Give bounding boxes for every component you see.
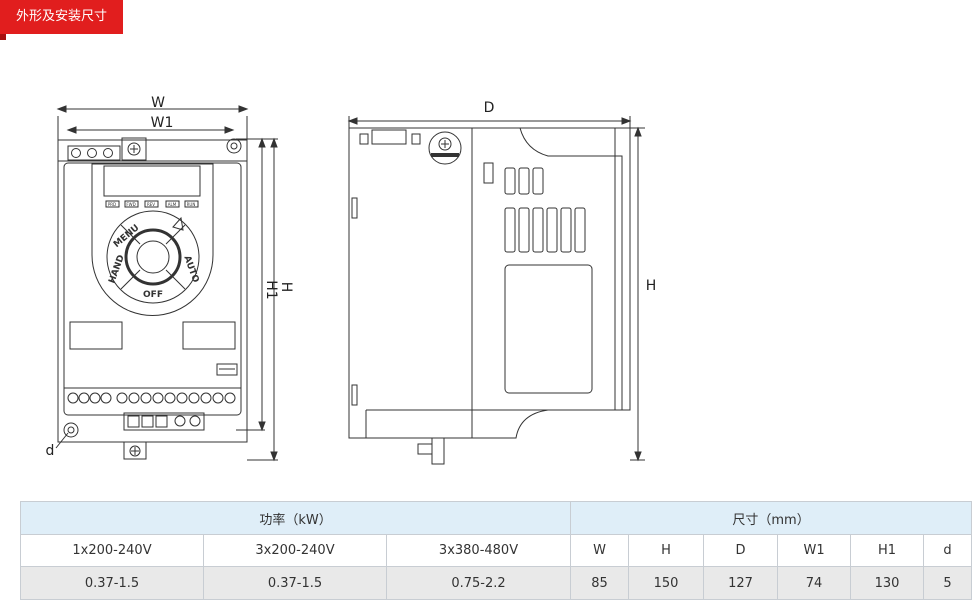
col-header: 1x200-240V [20, 534, 204, 567]
spec-table: 功率（kW） 尺寸（mm） 1x200-240V 3x200-240V 3x38… [19, 501, 973, 600]
table-cell: 74 [777, 566, 852, 600]
size-header: 尺寸（mm） [570, 501, 973, 535]
col-header: W1 [777, 534, 852, 567]
table-cell: 127 [703, 566, 779, 600]
side-view [347, 116, 645, 465]
table-cell: 85 [570, 566, 630, 600]
keypad-led-rev: REV [147, 202, 155, 207]
dim-d-label: D [484, 100, 495, 116]
table-cell: 150 [628, 566, 705, 600]
table-cell: 0.37-1.5 [20, 566, 204, 600]
col-header: W [570, 534, 630, 567]
spec-table-column-header: 1x200-240V 3x200-240V 3x380-480V W H D W… [20, 534, 973, 567]
keypad-hand-label: HAND [107, 254, 126, 285]
keypad-led-prd: PRD [108, 202, 116, 207]
section-title: 外形及安装尺寸 [16, 9, 108, 24]
col-header: H [628, 534, 705, 567]
col-header: D [703, 534, 779, 567]
front-view [55, 105, 278, 462]
dim-h1-label: H1 [263, 280, 279, 299]
table-cell: 5 [923, 566, 973, 600]
keypad-led-fwd: FWD [126, 202, 135, 207]
col-header: 3x380-480V [385, 534, 572, 567]
keypad-led-run: RUN [187, 202, 196, 207]
col-header: H1 [850, 534, 925, 567]
table-cell: 0.37-1.5 [203, 566, 387, 600]
dim-w1-label: W1 [151, 115, 174, 131]
table-row: 0.37-1.5 0.37-1.5 0.75-2.2 85 150 127 74… [20, 566, 973, 600]
tag-fold [0, 34, 6, 40]
dim-w-label: W [151, 95, 165, 111]
table-cell: 0.75-2.2 [385, 566, 572, 600]
dim-d-hole-label: d [46, 443, 55, 459]
col-header: 3x200-240V [203, 534, 387, 567]
dim-h-side-label: H [646, 278, 657, 294]
keypad-off-label: OFF [143, 290, 163, 300]
col-header: d [923, 534, 973, 567]
section-title-tag: 外形及安装尺寸 [0, 0, 123, 34]
power-header: 功率（kW） [19, 501, 572, 535]
dim-h-front-label: H [278, 282, 294, 293]
table-cell: 130 [850, 566, 925, 600]
dimension-drawing: W W1 H1 H d MENU HAND OFF AUTO PRD FWD R… [46, 95, 657, 465]
spec-table-group-header: 功率（kW） 尺寸（mm） [19, 501, 973, 535]
keypad-led-alm: ALM [168, 202, 177, 207]
